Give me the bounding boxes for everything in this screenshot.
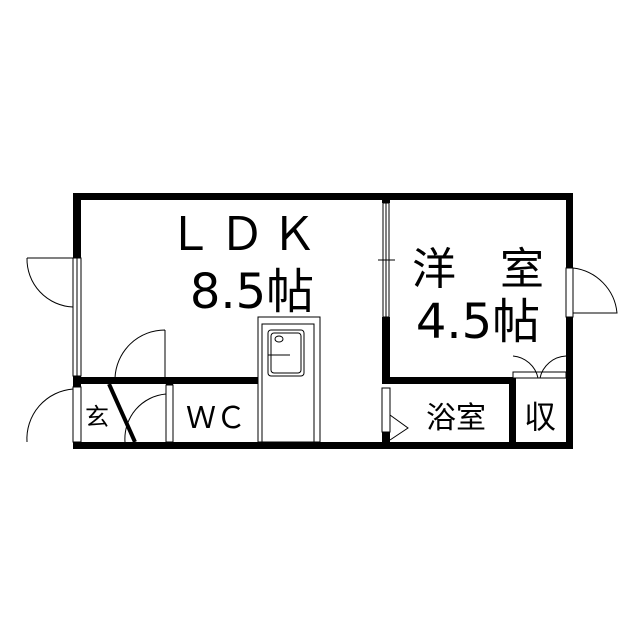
bath-label: 浴室 [426,401,486,436]
western-room-size-label: 4.5帖 [416,294,540,350]
storage-label: 収 [524,398,556,436]
entrance-label: 玄 [85,403,109,431]
ldk-label: ＬＤＫ [167,207,323,261]
ldk-size-label: 8.5帖 [190,264,314,320]
doors [26,257,618,443]
kitchen-counter [257,316,321,443]
toilet-label: ＷＣ [186,401,246,436]
windows [72,202,395,377]
western-room-label: 洋 室 [412,244,544,295]
